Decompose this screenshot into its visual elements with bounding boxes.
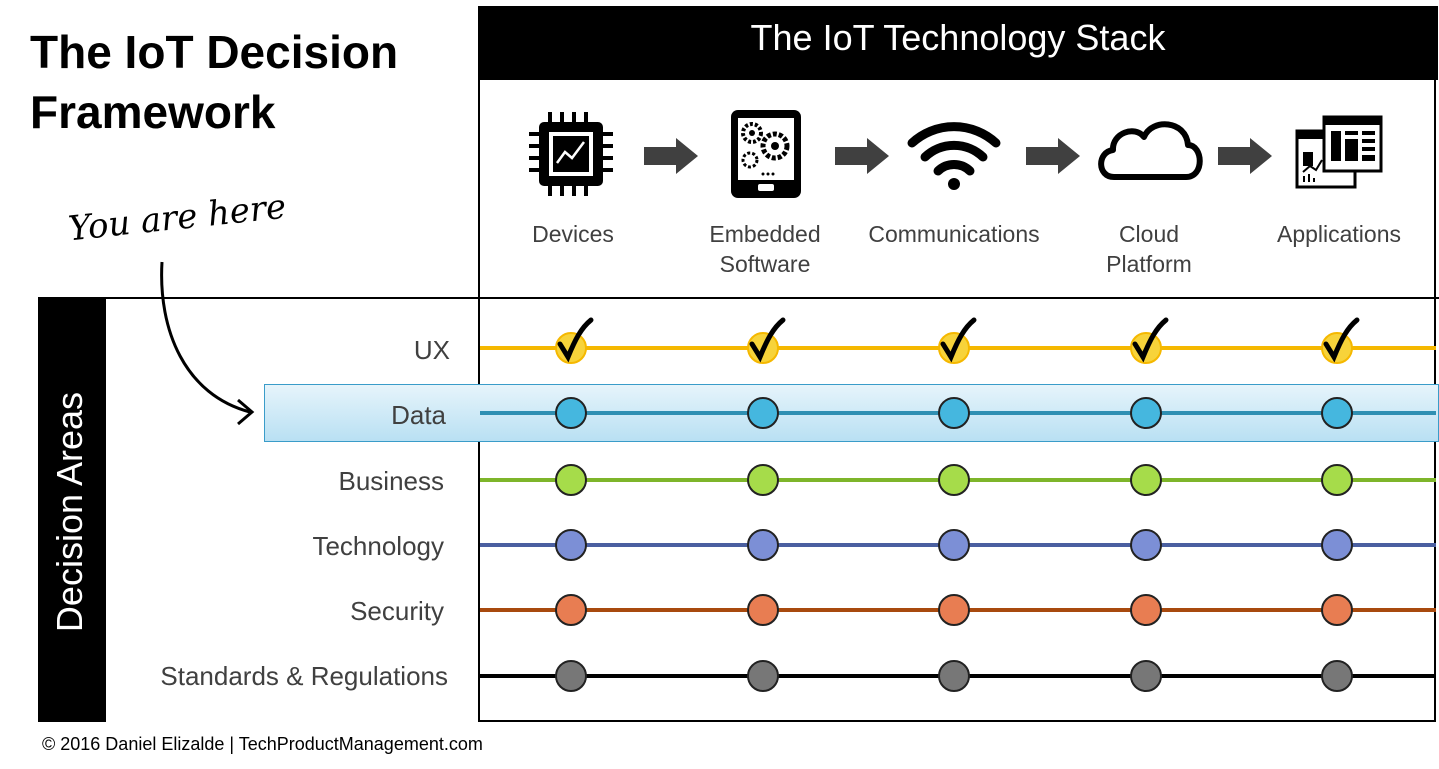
row-node xyxy=(555,594,587,626)
row-label-business: Business xyxy=(338,466,445,496)
stage-label-embedded-software: Embedded Software xyxy=(665,219,865,279)
row-label-data: Data xyxy=(391,400,446,430)
row-node xyxy=(938,594,970,626)
row-node xyxy=(1130,397,1162,429)
row-node xyxy=(938,397,970,429)
footer-copyright: © 2016 Daniel Elizalde | TechProductMana… xyxy=(42,734,483,754)
row-node xyxy=(747,397,779,429)
row-node xyxy=(555,529,587,561)
stage-label-line: Cloud xyxy=(1118,221,1180,247)
row-node xyxy=(747,529,779,561)
row-label-security: Security xyxy=(350,596,444,626)
row-node xyxy=(1321,594,1353,626)
stage-label-devices: Devices xyxy=(473,219,673,249)
checkmark-icon xyxy=(1132,317,1169,363)
row-node xyxy=(555,464,587,496)
row-node xyxy=(1130,660,1162,692)
row-node xyxy=(1130,529,1162,561)
stage-label-line: Software xyxy=(719,251,811,277)
checkmark-icon xyxy=(940,317,977,363)
row-label-standards-regulations: Standards & Regulations xyxy=(160,661,448,691)
stage-label-line: Applications xyxy=(1276,221,1402,247)
row-node xyxy=(938,660,970,692)
stage-label-applications: Applications xyxy=(1239,219,1439,249)
cloud-icon xyxy=(1098,121,1203,180)
decision-areas-bar xyxy=(38,297,106,722)
wifi-icon xyxy=(907,122,1001,190)
stage-label-line: Communications xyxy=(868,221,1040,247)
divider-horizontal xyxy=(104,297,1439,299)
stage-label-line: Platform xyxy=(1106,251,1192,277)
row-node xyxy=(747,594,779,626)
row-node xyxy=(747,464,779,496)
decision-rows xyxy=(480,317,1436,692)
page-title: The IoT Decision Framework xyxy=(30,26,399,138)
row-node xyxy=(938,464,970,496)
row-node xyxy=(1321,529,1353,561)
checkmark-icon xyxy=(557,317,594,363)
tablet-gears-icon xyxy=(731,110,801,198)
row-node xyxy=(938,529,970,561)
row-node xyxy=(1321,464,1353,496)
flow-arrow-icon xyxy=(644,138,1272,174)
checkmark-icon xyxy=(1323,317,1360,363)
row-node xyxy=(1321,660,1353,692)
checkmark-icon xyxy=(749,317,786,363)
dashboard-windows-icon xyxy=(1295,115,1383,189)
stack-title: The IoT Technology Stack xyxy=(478,6,1438,80)
stage-label-communications: Communications xyxy=(854,219,1054,249)
row-label-technology: Technology xyxy=(312,531,444,561)
chip-icon xyxy=(529,112,613,196)
you-are-here-arrow xyxy=(160,261,255,426)
row-node xyxy=(747,660,779,692)
row-node xyxy=(1130,594,1162,626)
row-node xyxy=(1130,464,1162,496)
stage-label-line: Devices xyxy=(532,221,614,247)
stage-label-line: Embedded xyxy=(709,221,821,247)
row-label-ux: UX xyxy=(413,335,450,365)
stage-label-cloud-platform: Cloud Platform xyxy=(1049,219,1249,279)
row-node xyxy=(555,397,587,429)
row-node xyxy=(1321,397,1353,429)
row-node xyxy=(555,660,587,692)
